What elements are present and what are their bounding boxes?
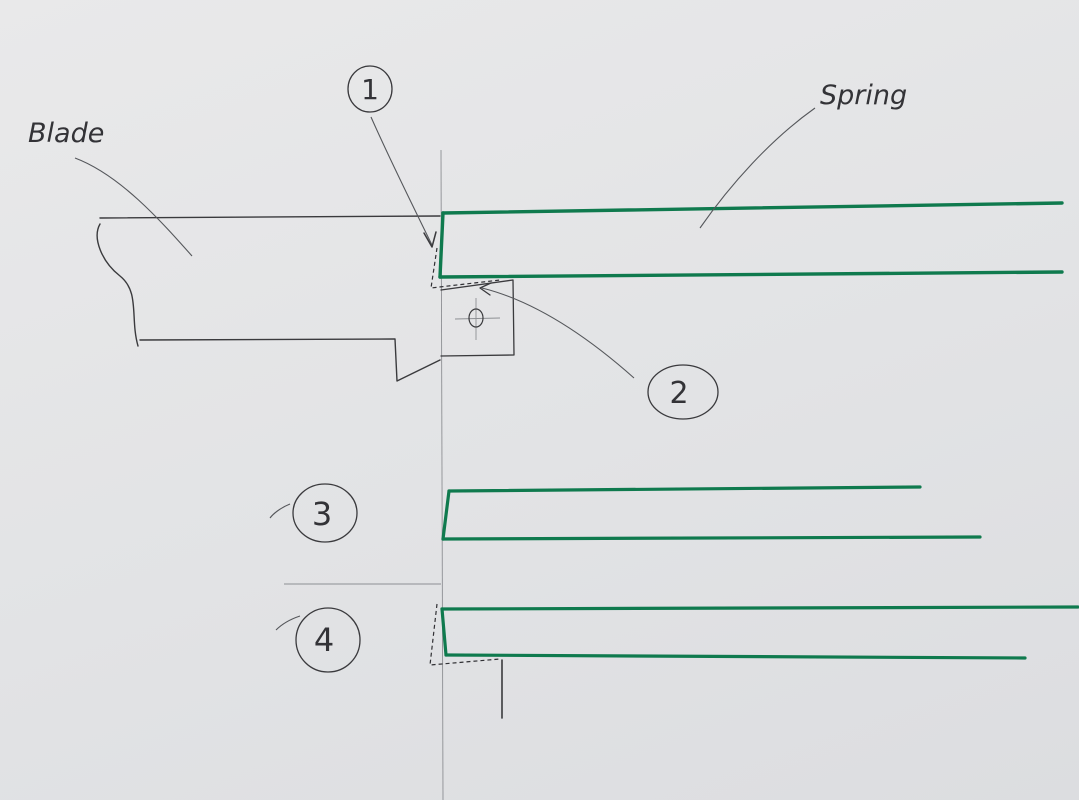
callout-4-tail bbox=[275, 615, 301, 631]
callout-4-circle bbox=[295, 607, 361, 673]
callout-3-number: 3 bbox=[312, 495, 332, 533]
callout-4-number: 4 bbox=[314, 621, 334, 659]
callout-2-arrow bbox=[481, 287, 635, 379]
callout-3-circle bbox=[292, 483, 358, 543]
spring-variant-3 bbox=[441, 485, 982, 541]
callout-1-number: 1 bbox=[361, 73, 379, 106]
spring-leader-line bbox=[699, 107, 816, 229]
blade-leader-line bbox=[74, 157, 193, 257]
spring-top bbox=[438, 201, 1064, 279]
pivot-block bbox=[440, 279, 515, 357]
blade-outline bbox=[96, 215, 441, 382]
callout-2-arrowhead bbox=[479, 282, 492, 296]
callout-2-circle bbox=[647, 364, 719, 420]
callout-3-tail bbox=[269, 503, 291, 519]
clearance-dashed-outline-4 bbox=[429, 603, 501, 666]
callout-2-number: 2 bbox=[669, 376, 688, 411]
pivot-pin bbox=[468, 308, 484, 328]
blade-label: Blade bbox=[28, 118, 104, 149]
spring-variant-4 bbox=[429, 603, 1079, 719]
callout-1-arrowhead bbox=[423, 231, 437, 248]
callout-1-arrow bbox=[370, 116, 433, 246]
spring-label: Spring bbox=[820, 80, 907, 111]
callout-1-circle bbox=[347, 65, 393, 113]
clearance-dashed-outline bbox=[430, 247, 501, 289]
